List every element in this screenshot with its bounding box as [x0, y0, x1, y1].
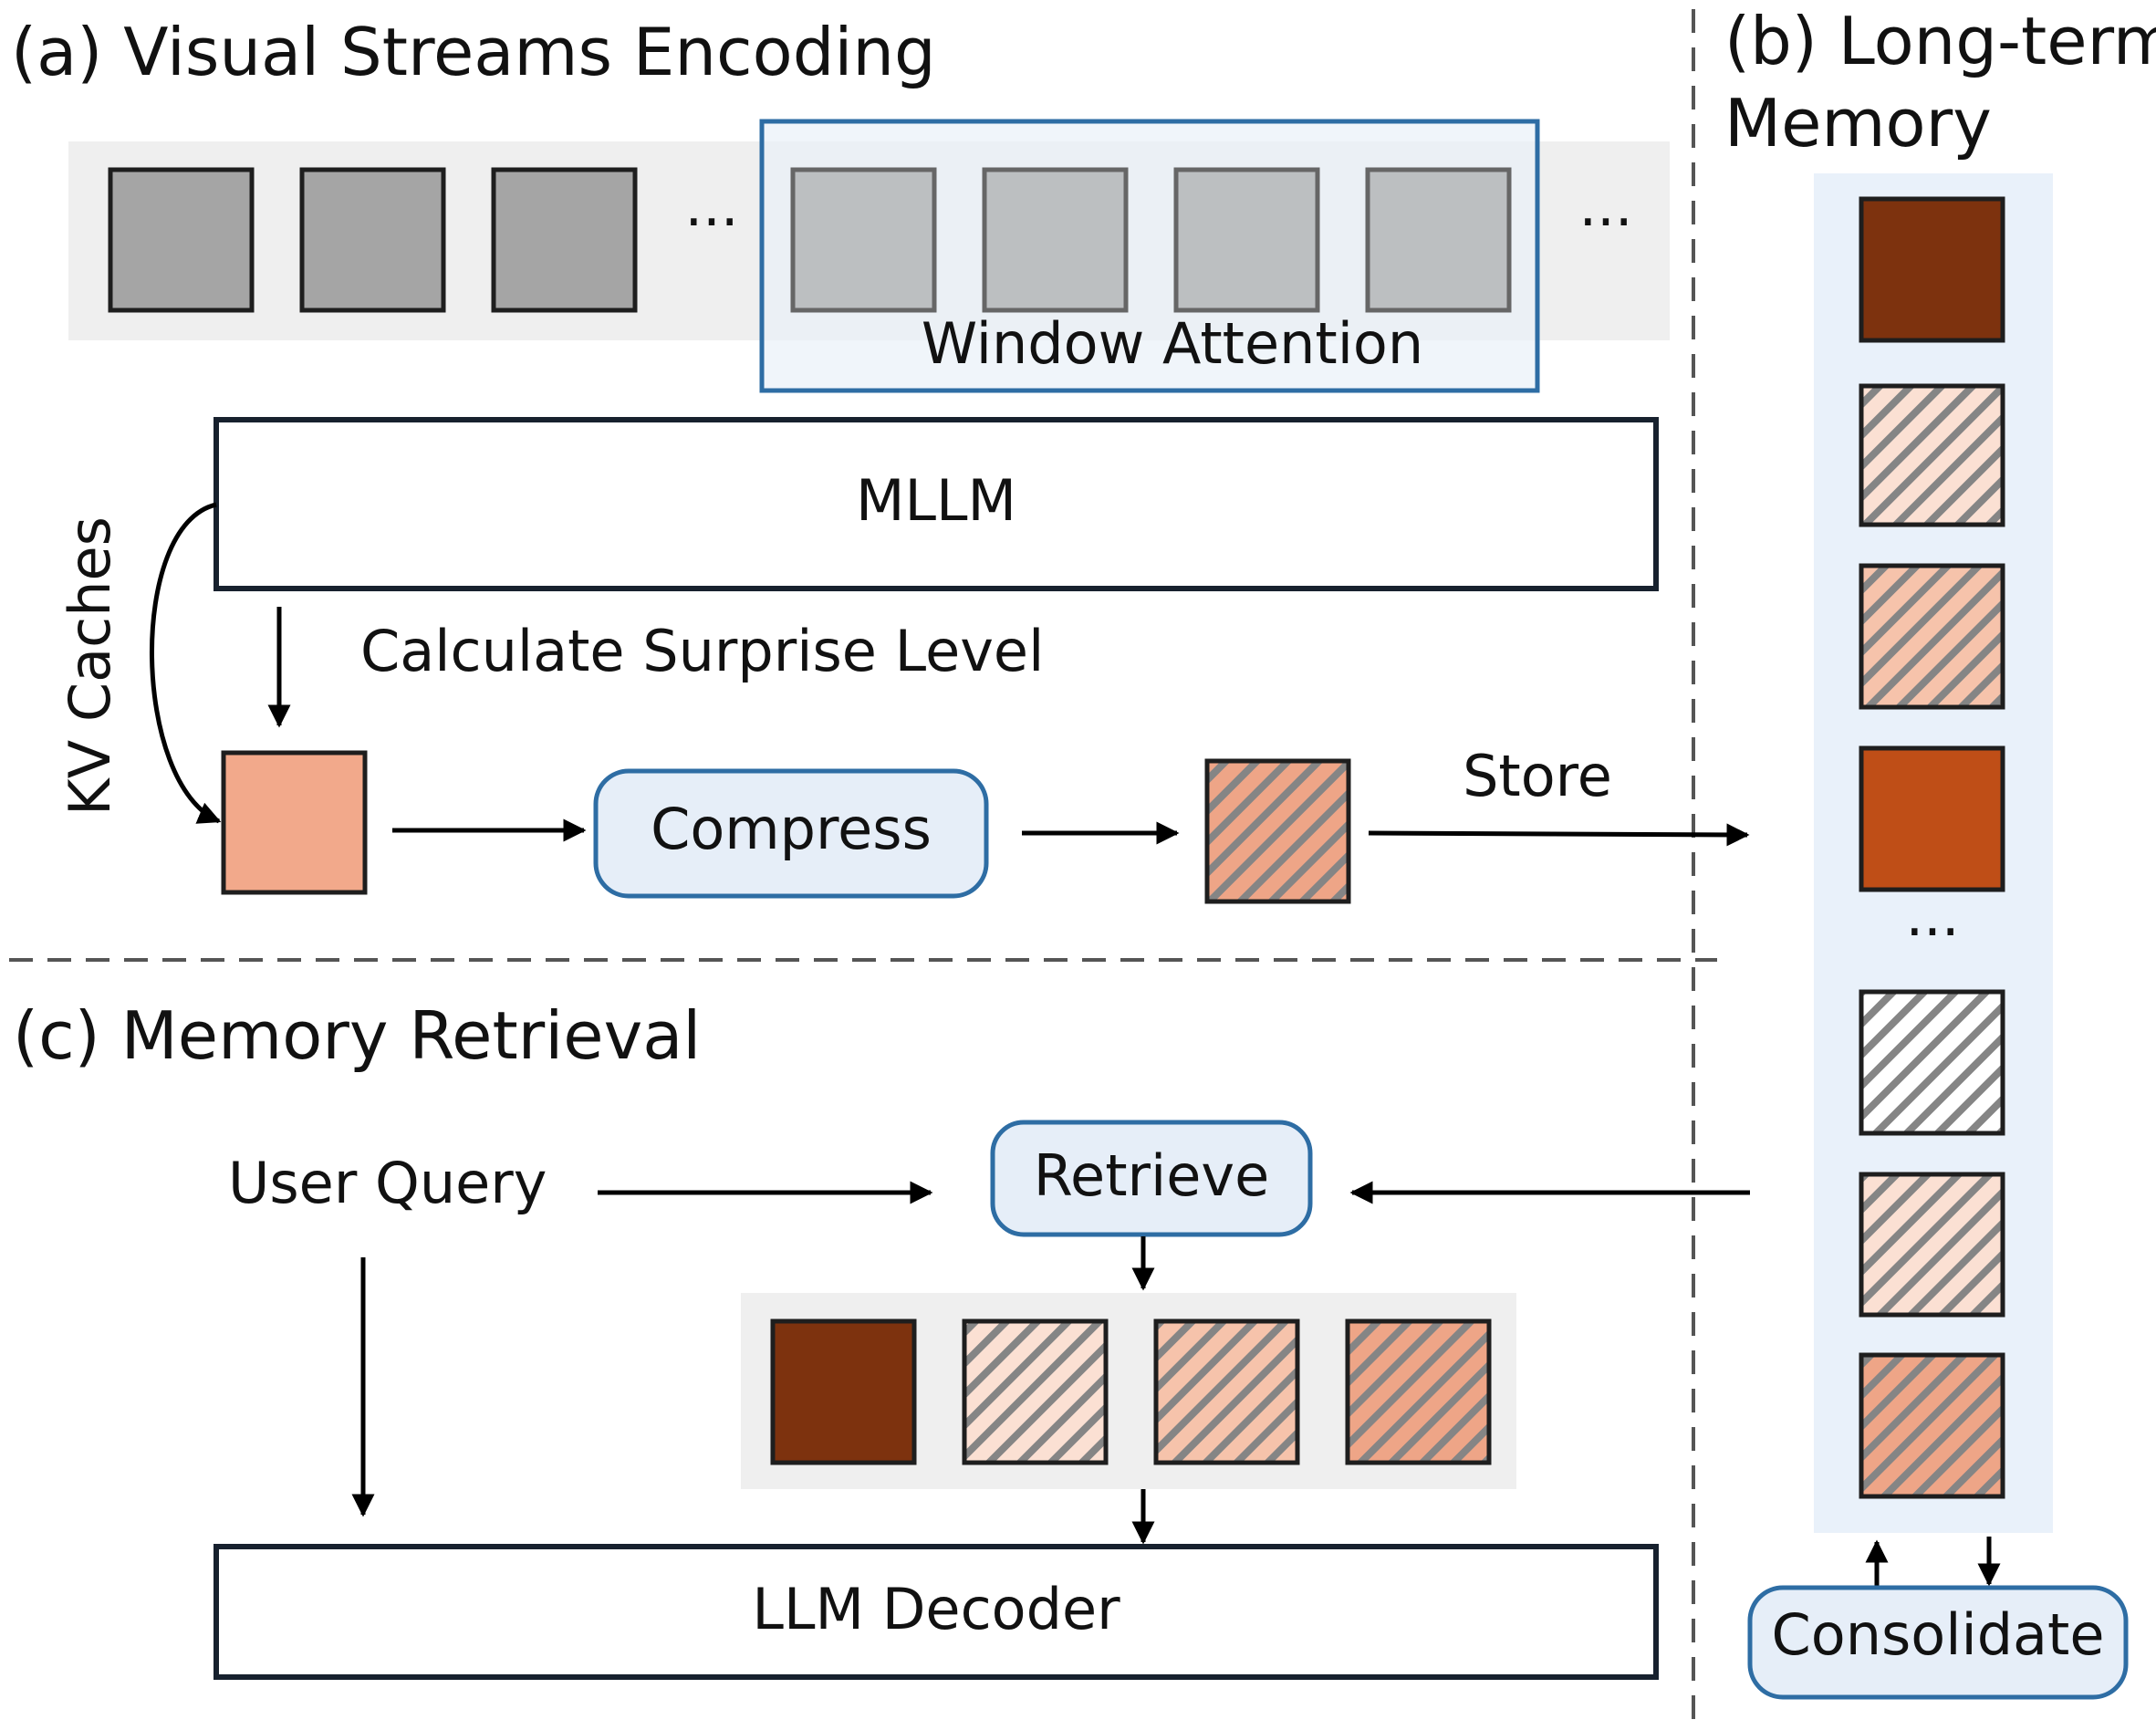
- memory-token: [1859, 196, 2005, 343]
- retrieved-token: [1153, 1318, 1300, 1465]
- memory-token: [1859, 745, 2005, 892]
- kv-caches-arrow: [150, 502, 222, 824]
- mllm-label: MLLM: [856, 467, 1016, 534]
- section-c-title: (c) Memory Retrieval: [13, 997, 701, 1074]
- memory-token: [1859, 1352, 2005, 1499]
- store-label: Store: [1463, 743, 1612, 809]
- kv-caches-label: KV Caches: [57, 516, 123, 816]
- retrieved-token: [770, 1318, 917, 1465]
- consolidate-button: [1747, 1585, 2129, 1700]
- video-frame: [108, 167, 255, 313]
- window-frame: [1365, 167, 1512, 313]
- memory-token: [1859, 563, 2005, 710]
- video-frame: [491, 167, 638, 313]
- window-frame: [982, 167, 1129, 313]
- mllm-box: [214, 417, 1659, 591]
- surprise-token: [221, 750, 368, 895]
- retrieved-token: [962, 1318, 1109, 1465]
- memory-token: [1859, 1172, 2005, 1318]
- section-b-title-line1: (b) Long-term: [1724, 3, 2156, 79]
- section-b-title-line2: Memory: [1724, 85, 1992, 162]
- section-a-title: (a) Visual Streams Encoding: [11, 14, 936, 90]
- window-frame: [790, 167, 937, 313]
- ellipsis: ...: [1905, 882, 1959, 949]
- compressed-token: [1204, 758, 1351, 904]
- ellipsis: ...: [1578, 172, 1632, 239]
- compress-button: [593, 768, 989, 899]
- llm-decoder-box: [214, 1544, 1659, 1680]
- memory-token: [1859, 989, 2005, 1136]
- calculate-surprise-label: Calculate Surprise Level: [360, 618, 1044, 684]
- compress-label: Compress: [651, 796, 932, 862]
- window-frame: [1173, 167, 1320, 313]
- retrieve-button: [990, 1120, 1313, 1237]
- ellipsis: ...: [684, 172, 738, 239]
- store-arrow: [1368, 823, 1750, 847]
- user-query-label: User Query: [228, 1150, 547, 1216]
- memory-token: [1859, 383, 2005, 527]
- llm-decoder-label: LLM Decoder: [752, 1576, 1120, 1642]
- retrieved-token: [1345, 1318, 1492, 1465]
- consolidate-label: Consolidate: [1771, 1601, 2104, 1668]
- video-frame: [299, 167, 446, 313]
- window-attention-label: Window Attention: [922, 310, 1423, 377]
- retrieve-label: Retrieve: [1034, 1142, 1269, 1209]
